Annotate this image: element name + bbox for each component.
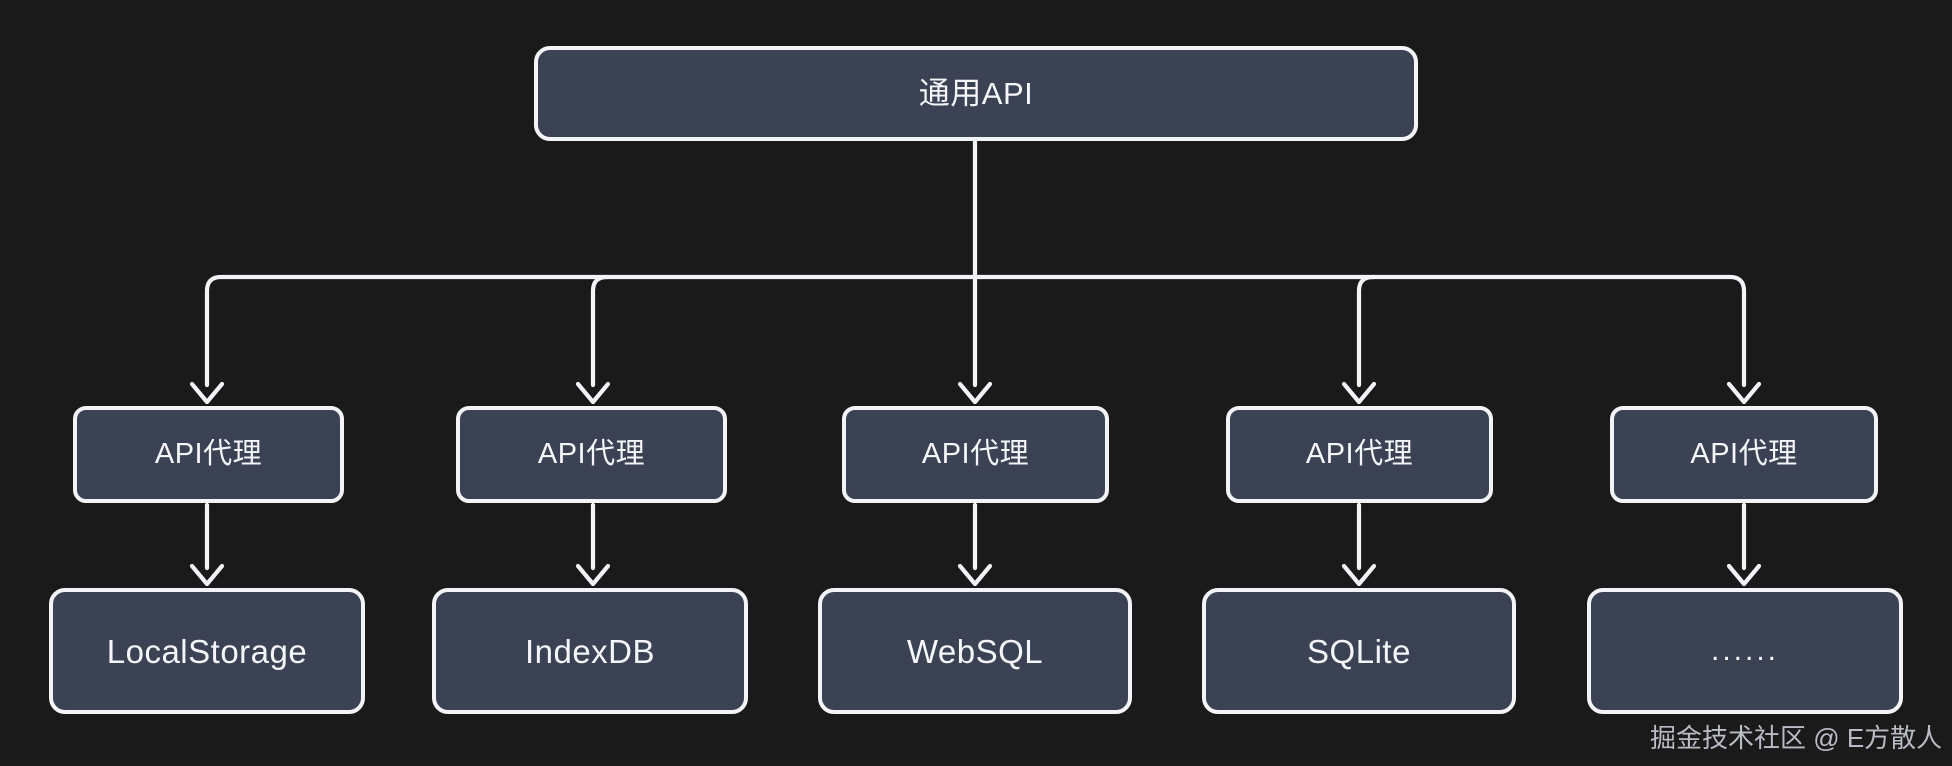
arrowhead-proxy-3 — [957, 381, 993, 405]
node-store-localstorage[interactable]: LocalStorage — [49, 588, 365, 714]
node-store-indexdb[interactable]: IndexDB — [432, 588, 748, 714]
node-proxy-2-label: API代理 — [537, 438, 646, 470]
node-proxy-4-label: API代理 — [1305, 438, 1414, 470]
node-store-more-label: ...... — [1710, 634, 1779, 667]
node-proxy-5[interactable]: API代理 — [1610, 406, 1878, 503]
node-proxy-1[interactable]: API代理 — [73, 406, 344, 503]
arrowhead-store-3 — [957, 563, 993, 587]
node-store-more[interactable]: ...... — [1587, 588, 1903, 714]
node-proxy-1-label: API代理 — [154, 438, 263, 470]
node-store-websql-label: WebSQL — [906, 632, 1044, 670]
arrowhead-proxy-5 — [1726, 381, 1762, 405]
arrowhead-proxy-4 — [1341, 381, 1377, 405]
node-proxy-2[interactable]: API代理 — [456, 406, 727, 503]
arrowhead-store-5 — [1726, 563, 1762, 587]
node-store-indexdb-label: IndexDB — [524, 632, 656, 670]
node-store-sqlite[interactable]: SQLite — [1202, 588, 1516, 714]
connector-bus-branch-4 — [1356, 274, 1376, 388]
connector-bus-right — [972, 274, 1747, 388]
arrowhead-store-4 — [1341, 563, 1377, 587]
node-root[interactable]: 通用API — [534, 46, 1418, 141]
node-proxy-5-label: API代理 — [1690, 438, 1798, 470]
node-store-sqlite-label: SQLite — [1307, 632, 1411, 670]
node-proxy-3[interactable]: API代理 — [842, 406, 1109, 503]
connector-bus-left — [204, 274, 978, 388]
arrowhead-proxy-2 — [575, 381, 611, 405]
node-proxy-3-label: API代理 — [921, 438, 1030, 470]
node-root-label: 通用API — [918, 76, 1034, 111]
arrowhead-store-2 — [575, 563, 611, 587]
node-store-websql[interactable]: WebSQL — [818, 588, 1132, 714]
node-proxy-4[interactable]: API代理 — [1226, 406, 1493, 503]
arrowhead-store-1 — [189, 563, 225, 587]
connector-bus-branch-2 — [590, 274, 610, 388]
watermark-text: 掘金技术社区 @ E方散人 — [1650, 723, 1943, 753]
arrowhead-proxy-1 — [189, 381, 225, 405]
node-store-localstorage-label: LocalStorage — [106, 632, 308, 670]
